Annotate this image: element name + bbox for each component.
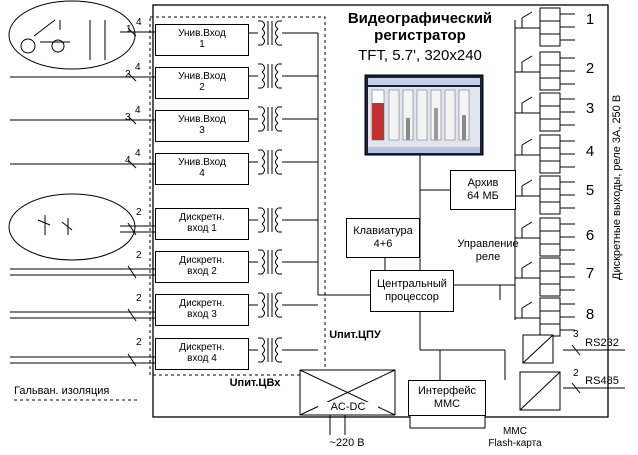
uin3-line-number: 3	[125, 112, 131, 123]
mmc-interface-box: Интерфейс ММС	[408, 380, 486, 416]
rs232-count: 3	[573, 329, 579, 340]
transformer-3	[258, 106, 282, 132]
din1-count: 2	[136, 207, 142, 218]
uin1-count: 4	[136, 17, 142, 28]
universal-input-4: Унив.Вход 4	[155, 153, 249, 185]
discrete-input-lines	[10, 222, 155, 367]
transformer-5	[258, 207, 282, 233]
universal-input-3: Унив.Вход 3	[155, 110, 249, 142]
recorder-subtitle: TFT, 5.7', 320x240	[358, 47, 482, 64]
relay-block-2	[515, 51, 575, 91]
discrete-input-1: Дискретн. вход 1	[155, 208, 249, 240]
uin1-line-number: 1	[126, 24, 132, 35]
relay-outputs-label: Дискретные выходы, реле 3А, 250 В	[611, 94, 623, 280]
tft-screen	[364, 74, 484, 156]
universal-input-2: Унив.Вход 2	[155, 67, 249, 99]
relay-number-7: 7	[585, 265, 595, 282]
transformer-4	[258, 149, 282, 175]
relay-block-4	[515, 134, 575, 174]
uin3-count: 4	[135, 105, 141, 116]
relay-block-6	[515, 217, 575, 257]
relay-block-1	[515, 7, 575, 47]
transformer-8	[258, 337, 282, 363]
recorder-title: Видеографический регистратор	[347, 10, 493, 44]
archive-box: Архив 64 МБ	[450, 170, 516, 210]
uin2-line-number: 2	[125, 69, 131, 80]
rs485-count: 2	[573, 368, 579, 379]
mmc-card-label: ММС Flash-карта	[488, 426, 542, 449]
analog-sensors-ellipse	[8, 0, 136, 70]
isolation-transformers	[258, 20, 282, 363]
acdc-label: AC-DC	[318, 402, 378, 413]
relay-number-4: 4	[585, 143, 595, 160]
relay-block-8	[515, 297, 575, 337]
universal-input-1: Унив.Вход 1	[155, 24, 249, 56]
mains-label: ~220 В	[329, 437, 365, 449]
din4-count: 2	[136, 337, 142, 348]
transformer-6	[258, 249, 282, 275]
transformer-7	[258, 292, 282, 318]
din2-count: 2	[136, 250, 142, 261]
relay-number-6: 6	[585, 227, 595, 244]
relay-block-7	[515, 257, 575, 297]
discrete-input-3: Дискретн. вход 3	[155, 294, 249, 326]
uin4-line-number: 4	[125, 155, 131, 166]
relay-number-5: 5	[585, 182, 595, 199]
input-power-label: Uпит.ЦВх	[229, 377, 281, 389]
relay-number-1: 1	[585, 11, 595, 28]
rs485-label: RS485	[585, 375, 619, 387]
din3-count: 2	[136, 293, 142, 304]
relay-block-5	[515, 175, 575, 215]
relay-outputs	[515, 7, 575, 337]
transformer-2	[258, 63, 282, 89]
uin4-count: 4	[135, 148, 141, 159]
cpu-box: Центральный процессор	[370, 270, 454, 312]
transformer-1	[258, 20, 282, 46]
relay-number-8: 8	[585, 306, 595, 323]
relay-number-2: 2	[585, 60, 595, 77]
relay-control-label: Управление реле	[457, 238, 519, 263]
uin2-count: 4	[135, 62, 141, 73]
rs232-label: RS232	[585, 337, 619, 349]
relay-block-3	[515, 92, 575, 132]
device-frame	[152, 4, 609, 418]
galvanic-isolation-label: Гальван. изоляция	[14, 385, 110, 397]
relay-number-3: 3	[585, 100, 595, 117]
cpu-power-label: Uпит.ЦПУ	[329, 329, 381, 341]
dry-contacts-ellipse	[8, 193, 136, 261]
isolation-boundary	[149, 16, 326, 376]
discrete-input-2: Дискретн. вход 2	[155, 251, 249, 283]
discrete-input-4: Дискретн. вход 4	[155, 338, 249, 370]
keyboard-box: Клавиатура 4+6	[346, 218, 420, 258]
